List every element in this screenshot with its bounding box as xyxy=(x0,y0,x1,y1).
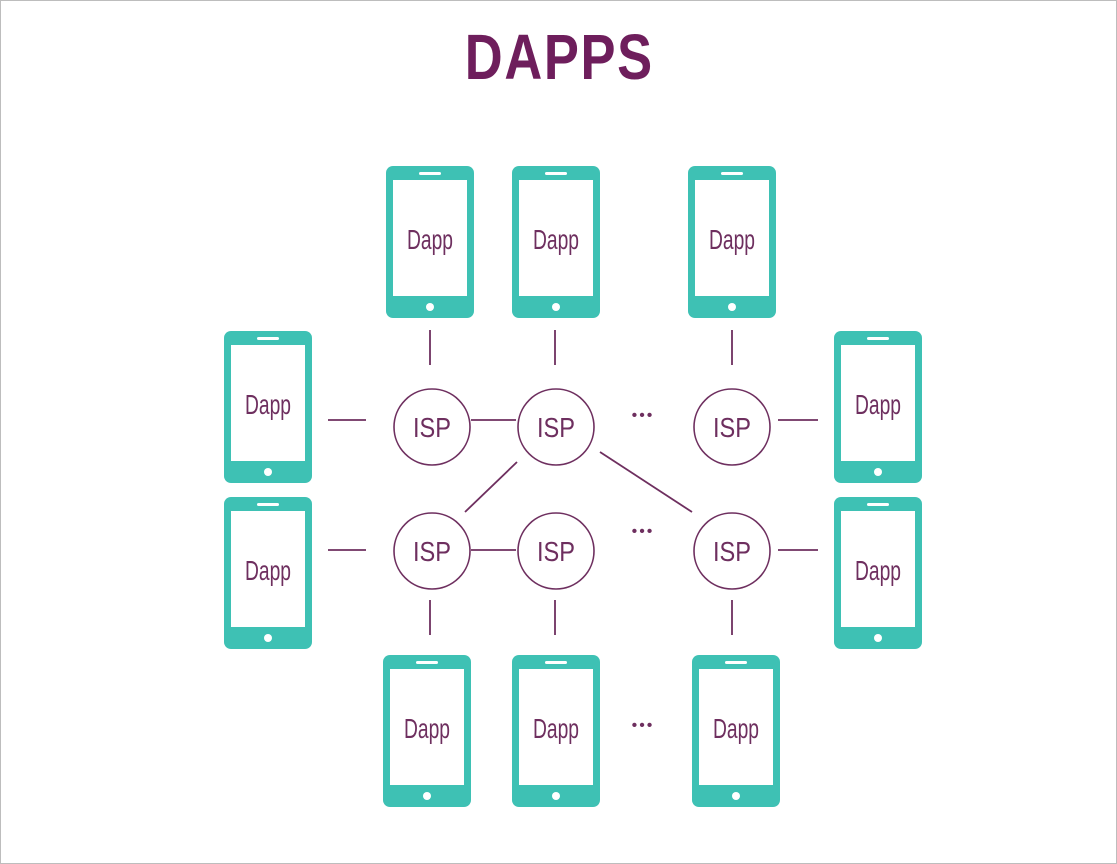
home-button-icon xyxy=(426,303,434,311)
dapp-label: Dapp xyxy=(407,224,453,255)
speaker-icon xyxy=(257,337,279,340)
phone-screen xyxy=(519,180,593,296)
speaker-icon xyxy=(725,661,747,664)
dapp-phone: Dapp xyxy=(512,166,600,318)
speaker-icon xyxy=(419,172,441,175)
isp-label: ISP xyxy=(537,536,575,567)
phone-screen xyxy=(699,669,773,785)
home-button-icon xyxy=(732,792,740,800)
speaker-icon xyxy=(867,337,889,340)
connection-line xyxy=(464,461,518,513)
isp-node: ISP xyxy=(693,512,771,590)
dapp-phone: Dapp xyxy=(834,331,922,483)
isp-node: ISP xyxy=(517,388,595,466)
speaker-icon xyxy=(545,661,567,664)
isp-label: ISP xyxy=(713,412,751,443)
dapp-phone: Dapp xyxy=(383,655,471,807)
isp-circle xyxy=(517,388,595,466)
dapp-label: Dapp xyxy=(404,713,450,744)
ellipsis-group: ••• ••• ••• xyxy=(632,407,655,734)
phone-screen xyxy=(519,669,593,785)
isp-group: ISP ISP ISP ISP ISP ISP xyxy=(393,388,771,590)
isp-circle xyxy=(393,512,471,590)
isp-node: ISP xyxy=(517,512,595,590)
dapp-label: Dapp xyxy=(855,555,901,586)
isp-circle xyxy=(393,388,471,466)
speaker-icon xyxy=(867,503,889,506)
speaker-icon xyxy=(545,172,567,175)
isp-node: ISP xyxy=(693,388,771,466)
isp-circle xyxy=(517,512,595,590)
dapp-label: Dapp xyxy=(855,389,901,420)
phone-screen xyxy=(841,345,915,461)
speaker-icon xyxy=(416,661,438,664)
home-button-icon xyxy=(423,792,431,800)
dapp-phone: Dapp xyxy=(834,497,922,649)
isp-circle xyxy=(693,512,771,590)
speaker-icon xyxy=(257,503,279,506)
home-button-icon xyxy=(264,634,272,642)
connection-line xyxy=(599,451,693,513)
dapp-label: Dapp xyxy=(533,224,579,255)
isp-circle xyxy=(693,388,771,466)
phone-screen xyxy=(393,180,467,296)
page-title: DAPPS xyxy=(464,21,654,93)
dapp-phone: Dapp xyxy=(688,166,776,318)
home-button-icon xyxy=(264,468,272,476)
phone-screen xyxy=(695,180,769,296)
isp-label: ISP xyxy=(413,536,451,567)
isp-label: ISP xyxy=(537,412,575,443)
isp-label: ISP xyxy=(413,412,451,443)
dapp-phone: Dapp xyxy=(224,331,312,483)
dapp-phone: Dapp xyxy=(512,655,600,807)
ellipsis-marker: ••• xyxy=(632,523,655,540)
home-button-icon xyxy=(552,792,560,800)
dapp-phone: Dapp xyxy=(224,497,312,649)
isp-node: ISP xyxy=(393,512,471,590)
connection-links xyxy=(328,330,818,635)
home-button-icon xyxy=(874,634,882,642)
dapp-label: Dapp xyxy=(245,555,291,586)
isp-label: ISP xyxy=(713,536,751,567)
ellipsis-marker: ••• xyxy=(632,717,655,734)
dapp-phone: Dapp xyxy=(386,166,474,318)
dapp-label: Dapp xyxy=(245,389,291,420)
dapp-label: Dapp xyxy=(713,713,759,744)
isp-node: ISP xyxy=(393,388,471,466)
phone-screen xyxy=(841,511,915,627)
ellipsis-marker: ••• xyxy=(632,407,655,424)
phone-screen xyxy=(390,669,464,785)
dapp-label: Dapp xyxy=(533,713,579,744)
home-button-icon xyxy=(874,468,882,476)
phone-screen xyxy=(231,345,305,461)
phone-screen xyxy=(231,511,305,627)
dapp-label: Dapp xyxy=(709,224,755,255)
home-button-icon xyxy=(728,303,736,311)
dapp-phone: Dapp xyxy=(692,655,780,807)
speaker-icon xyxy=(721,172,743,175)
home-button-icon xyxy=(552,303,560,311)
